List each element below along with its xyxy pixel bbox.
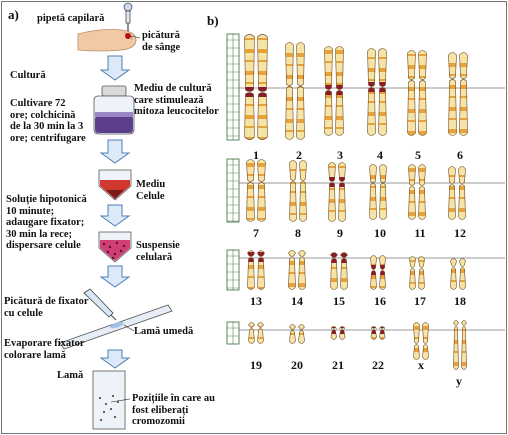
chromosome-9 [328, 162, 346, 222]
cell-medium-label: Mediu Celule [136, 179, 166, 202]
chromosome-number-15: 15 [333, 294, 345, 308]
chromosome-7 [226, 158, 266, 223]
centrifuge-tube-cells [98, 169, 132, 201]
chromosome-number-2: 2 [296, 148, 302, 162]
chromosome-number-4: 4 [377, 148, 383, 162]
finger [77, 29, 137, 52]
chromosome-number-22: 22 [372, 358, 384, 372]
chromosome-1 [226, 33, 268, 141]
hypotonic-text: Soluție hipotonică 10 minute; adaugare f… [6, 194, 87, 251]
chromosome-number-18: 18 [454, 294, 466, 308]
culture-title: Cultură [10, 70, 46, 81]
chromosome-10 [369, 164, 387, 220]
chromosome-14 [288, 250, 306, 290]
chromosome-number-1: 1 [253, 148, 259, 162]
chromosome-3 [324, 46, 344, 136]
chromosome-number-21: 21 [332, 358, 344, 372]
process-arrow-5 [99, 349, 131, 369]
chromosome-number-8: 8 [295, 226, 301, 240]
positions-leader [110, 398, 131, 403]
karyogram [226, 33, 505, 370]
chromosome-number-16: 16 [374, 294, 386, 308]
chromosome-5 [407, 50, 427, 136]
chromosome-20 [289, 324, 305, 344]
process-arrow-1 [99, 55, 131, 81]
wet-slide-leader [123, 324, 135, 332]
chromosome-13 [226, 249, 265, 291]
chromosome-18 [450, 258, 466, 290]
chromosome-19 [226, 321, 264, 345]
chromosome-number-10: 10 [374, 226, 386, 240]
capillary-pipette [123, 2, 133, 34]
chromosome-number-17: 17 [414, 294, 426, 308]
chromosome-number-9: 9 [337, 226, 343, 240]
blood-drop [125, 33, 131, 39]
chromosome-17 [409, 256, 425, 290]
chromosome-number-x: x [418, 358, 424, 372]
process-arrow-4 [99, 265, 131, 288]
centrifuge-tube-suspension [98, 231, 132, 263]
fixative-drop-label: Picătură de fixator cu celule [4, 296, 89, 319]
chromosome-6 [448, 52, 468, 136]
chromosome-number-y: y [456, 374, 462, 388]
cell-suspension-label: Suspensie celulară [136, 240, 180, 263]
wet-slide-label: Lamă umedă [134, 326, 194, 337]
process-arrows [99, 55, 131, 369]
process-arrow-3 [99, 204, 131, 227]
culture-bottle [93, 85, 135, 135]
chromosome-x [413, 322, 429, 360]
chromosome-22 [370, 326, 386, 340]
chromosome-4 [367, 48, 387, 136]
chromosome-21 [330, 326, 346, 340]
process-arrow-2 [99, 139, 131, 164]
chromosome-number-20: 20 [291, 358, 303, 372]
chromosome-12 [448, 166, 466, 220]
culture-medium-label: Mediu de cultură care stimulează mitoza … [134, 83, 219, 117]
chromosome-8 [289, 160, 307, 222]
panel-b-label: b) [207, 13, 219, 28]
chromosome-number-13: 13 [250, 294, 262, 308]
glass-slide [59, 304, 173, 350]
fixative-pipette [83, 288, 117, 321]
chromosome-number-6: 6 [457, 148, 463, 162]
chromosome-number-7: 7 [253, 226, 259, 240]
chromosome-16 [370, 255, 386, 290]
chromosome-number-14: 14 [291, 294, 303, 308]
positions-label: Pozițiile în care au fost eliberați crom… [132, 393, 215, 427]
evaporation-label: Evaporare fixator colorare lamă [4, 338, 85, 361]
chromosome-y [453, 320, 467, 370]
chromosome-number-11: 11 [414, 226, 426, 240]
blood-drop-leader [130, 35, 141, 39]
pipette-label: pipetă capilară [37, 13, 105, 24]
culture-text: Cultivare 72 ore; colchicină de la 30 mi… [10, 98, 86, 144]
slide-title: Lamă [57, 370, 84, 381]
chromosome-15 [330, 252, 348, 290]
chromosome-number-12: 12 [454, 226, 466, 240]
blood-drop-label: picătură de sânge [142, 30, 181, 53]
chromosome-number-19: 19 [250, 358, 262, 372]
panel-a-label: a) [8, 7, 19, 22]
chromosome-number-3: 3 [337, 148, 343, 162]
final-slide [92, 370, 126, 430]
chromosome-11 [408, 164, 426, 220]
chromosome-2 [285, 42, 305, 140]
chromosome-number-5: 5 [415, 148, 421, 162]
